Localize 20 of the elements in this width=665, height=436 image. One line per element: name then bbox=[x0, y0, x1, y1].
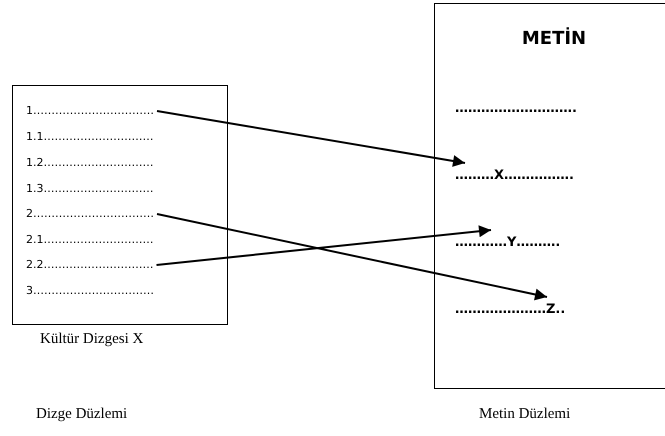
list-item: 2.2………………………… bbox=[26, 258, 154, 272]
text-line: …………Y………. bbox=[455, 235, 560, 251]
list-item: 1.1………………………… bbox=[26, 130, 154, 144]
list-item: 1.2………………………… bbox=[26, 156, 154, 170]
text-box bbox=[434, 3, 665, 389]
list-item: 3…………………………… bbox=[26, 284, 154, 298]
text-line: ………………………. bbox=[455, 101, 577, 117]
list-item: 1.3………………………… bbox=[26, 182, 154, 196]
arrow bbox=[156, 110, 466, 167]
plane-label: Metin Düzlemi bbox=[479, 406, 570, 423]
arrow bbox=[156, 225, 492, 266]
text-line: ………X……………. bbox=[455, 168, 574, 184]
list-item: 2…………………………… bbox=[26, 207, 154, 221]
node-label: Kültür Dizgesi X bbox=[40, 331, 144, 348]
text-line: …………………Z.. bbox=[455, 302, 566, 318]
list-item: 2.1………………………… bbox=[26, 233, 154, 247]
list-item: 1…………………………… bbox=[26, 104, 154, 118]
plane-label: Dizge Düzlemi bbox=[36, 406, 128, 423]
list-box bbox=[12, 85, 228, 325]
arrow bbox=[156, 213, 548, 300]
